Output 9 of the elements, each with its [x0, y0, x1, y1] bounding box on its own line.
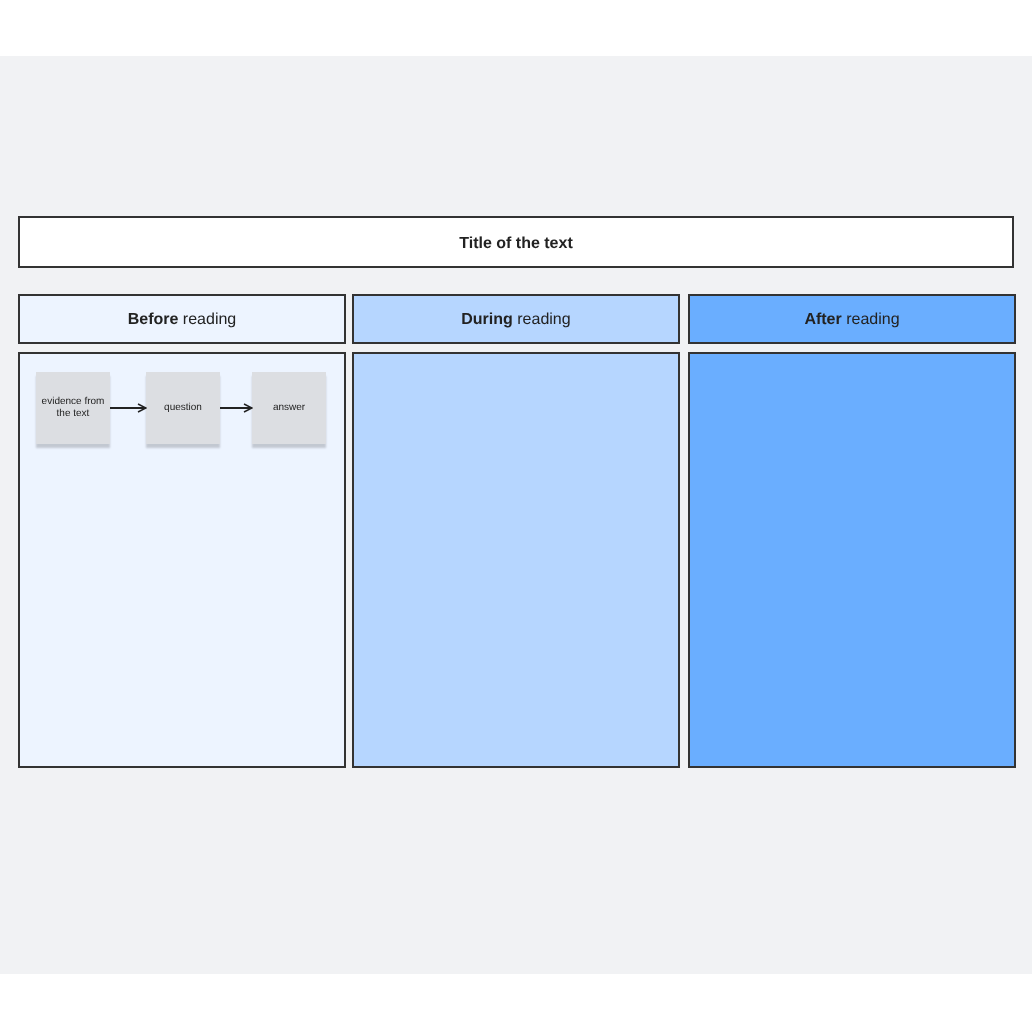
column-header: During reading: [352, 294, 680, 344]
column-header: After reading: [688, 294, 1016, 344]
arrow: [109, 403, 147, 413]
column-panel: [688, 352, 1016, 768]
column-panel: [352, 352, 680, 768]
column-header: Before reading: [18, 294, 346, 344]
column-panel: [18, 352, 346, 768]
title-box: Title of the text: [18, 216, 1014, 268]
arrow: [219, 403, 253, 413]
